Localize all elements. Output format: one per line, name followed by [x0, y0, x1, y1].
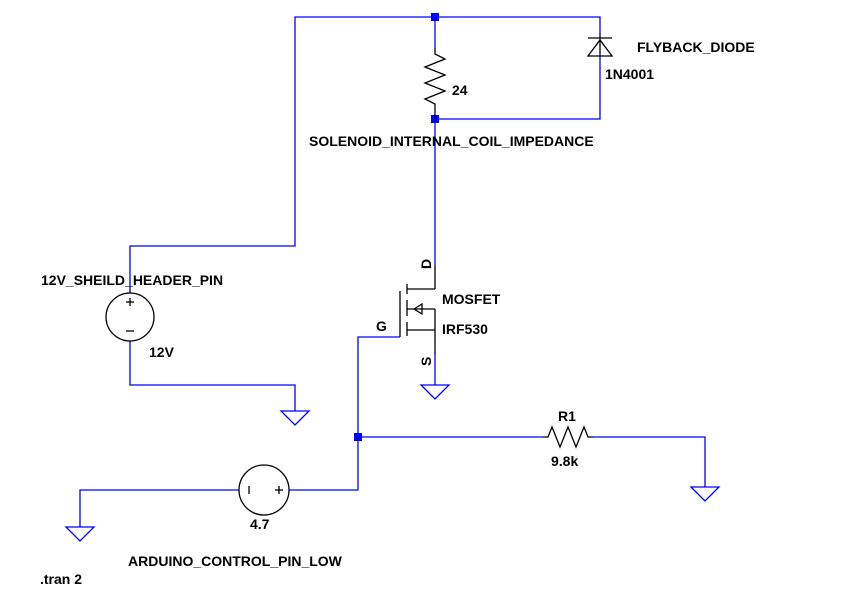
coil-name-label: SOLENOID_INTERNAL_COIL_IMPEDANCE	[309, 133, 594, 149]
spice-directive-label: .tran 2	[40, 571, 83, 587]
control-source-value-label: 4.7	[250, 516, 270, 532]
supply-name-label: 12V_SHEILD_HEADER_PIN	[41, 272, 224, 288]
ground-icon	[279, 410, 311, 426]
mosfet-symbol[interactable]	[399, 265, 436, 355]
diode-bottom-wire	[435, 56, 601, 120]
ground-icon	[419, 384, 451, 400]
ground-icon	[64, 526, 96, 542]
diode-value-label: 1N4001	[605, 66, 655, 82]
control-source-symbol[interactable]	[238, 464, 290, 516]
junction-gate-node	[354, 433, 362, 441]
coil-value-label: 24	[452, 82, 468, 98]
source-pin-label: S	[418, 356, 434, 366]
wires	[79, 16, 706, 527]
gate-pin-label: G	[376, 318, 387, 334]
supply-source-symbol[interactable]	[105, 290, 155, 343]
ground-icon	[689, 486, 721, 502]
r1-name-label: R1	[558, 408, 576, 424]
control-source-name-label: ARDUINO_CONTROL_PIN_LOW	[128, 553, 342, 569]
r1-to-ground-wire	[593, 436, 706, 487]
drain-pin-label: D	[418, 258, 434, 269]
top-supply-wire	[129, 16, 601, 290]
r1-value-label: 9.8k	[551, 453, 579, 469]
control-source-ground-wire	[79, 489, 239, 527]
junction-top	[431, 13, 439, 21]
mosfet-name-label: MOSFET	[442, 291, 501, 307]
r1-symbol[interactable]	[543, 425, 593, 449]
flyback-diode-symbol[interactable]	[586, 33, 614, 57]
mosfet-value-label: IRF530	[442, 321, 488, 337]
supply-to-ground-wire	[129, 343, 296, 411]
supply-value-label: 12V	[149, 344, 174, 360]
coil-resistor-symbol[interactable]	[423, 48, 447, 119]
gate-wire	[289, 336, 400, 491]
diode-name-label: FLYBACK_DIODE	[637, 39, 755, 55]
